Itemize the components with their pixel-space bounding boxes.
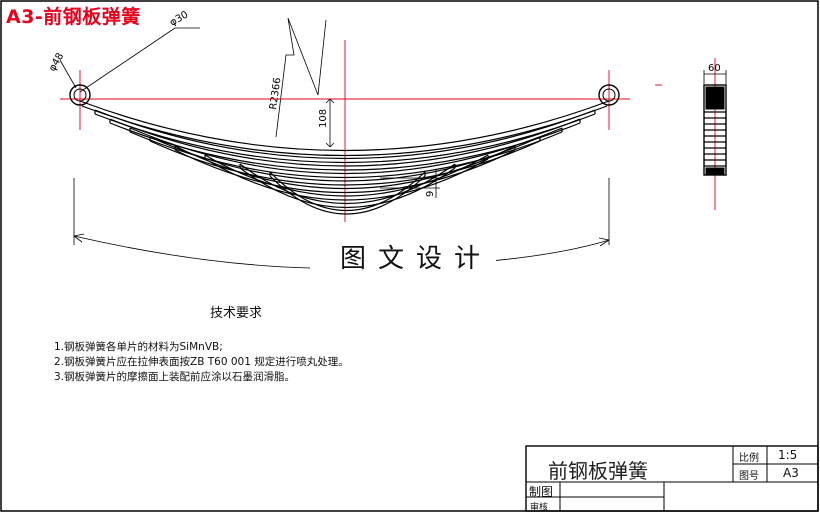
- requirements-list: 1.钢板弹簧各单片的材料为SiMnVB; 2.钢板弹簧片应在拉伸表面按ZB T6…: [54, 340, 349, 385]
- phi30-label: φ30: [168, 9, 190, 28]
- centerlines: [60, 40, 716, 222]
- arch-label: 108: [318, 109, 329, 128]
- drawing-number-label: 图号: [739, 471, 759, 482]
- arch-dimension: 108: [318, 98, 335, 148]
- radius-label: R2366: [268, 77, 283, 111]
- width-label: 60: [708, 63, 721, 74]
- scale-value: 1:5: [778, 448, 798, 462]
- side-view: 60: [703, 63, 727, 176]
- watermark-text: 图文设计: [336, 238, 497, 275]
- part-name: 前钢板弹簧: [548, 459, 648, 483]
- leaf-dimension: 9: [380, 170, 440, 198]
- requirement-item: 2.钢板弹簧片应在拉伸表面按ZB T60 001 规定进行喷丸处理。: [54, 356, 349, 368]
- checked-by-label: 审核: [530, 503, 549, 513]
- length-dimension: [73, 178, 610, 269]
- scale-label: 比例: [739, 453, 759, 464]
- drawn-by-label: 制图: [529, 485, 554, 499]
- radius-callout: R2366: [268, 17, 327, 138]
- phi48-label: φ48: [47, 51, 66, 73]
- phi48-callout: φ48: [47, 51, 77, 89]
- leaf-label: 9: [425, 191, 436, 197]
- requirements-title: 技术要求: [210, 306, 263, 321]
- leaf-spring: [79, 100, 610, 215]
- requirement-item: 3.钢板弹簧片的摩擦面上装配前应涂以石墨润滑脂。: [54, 371, 296, 383]
- left-eye: [69, 84, 91, 106]
- right-eye: [598, 84, 620, 106]
- requirement-item: 1.钢板弹簧各单片的材料为SiMnVB;: [54, 341, 223, 353]
- drawing-number-value: A3: [783, 466, 799, 480]
- header-title: A3-前钢板弹簧: [6, 6, 141, 28]
- title-block: [525, 445, 819, 512]
